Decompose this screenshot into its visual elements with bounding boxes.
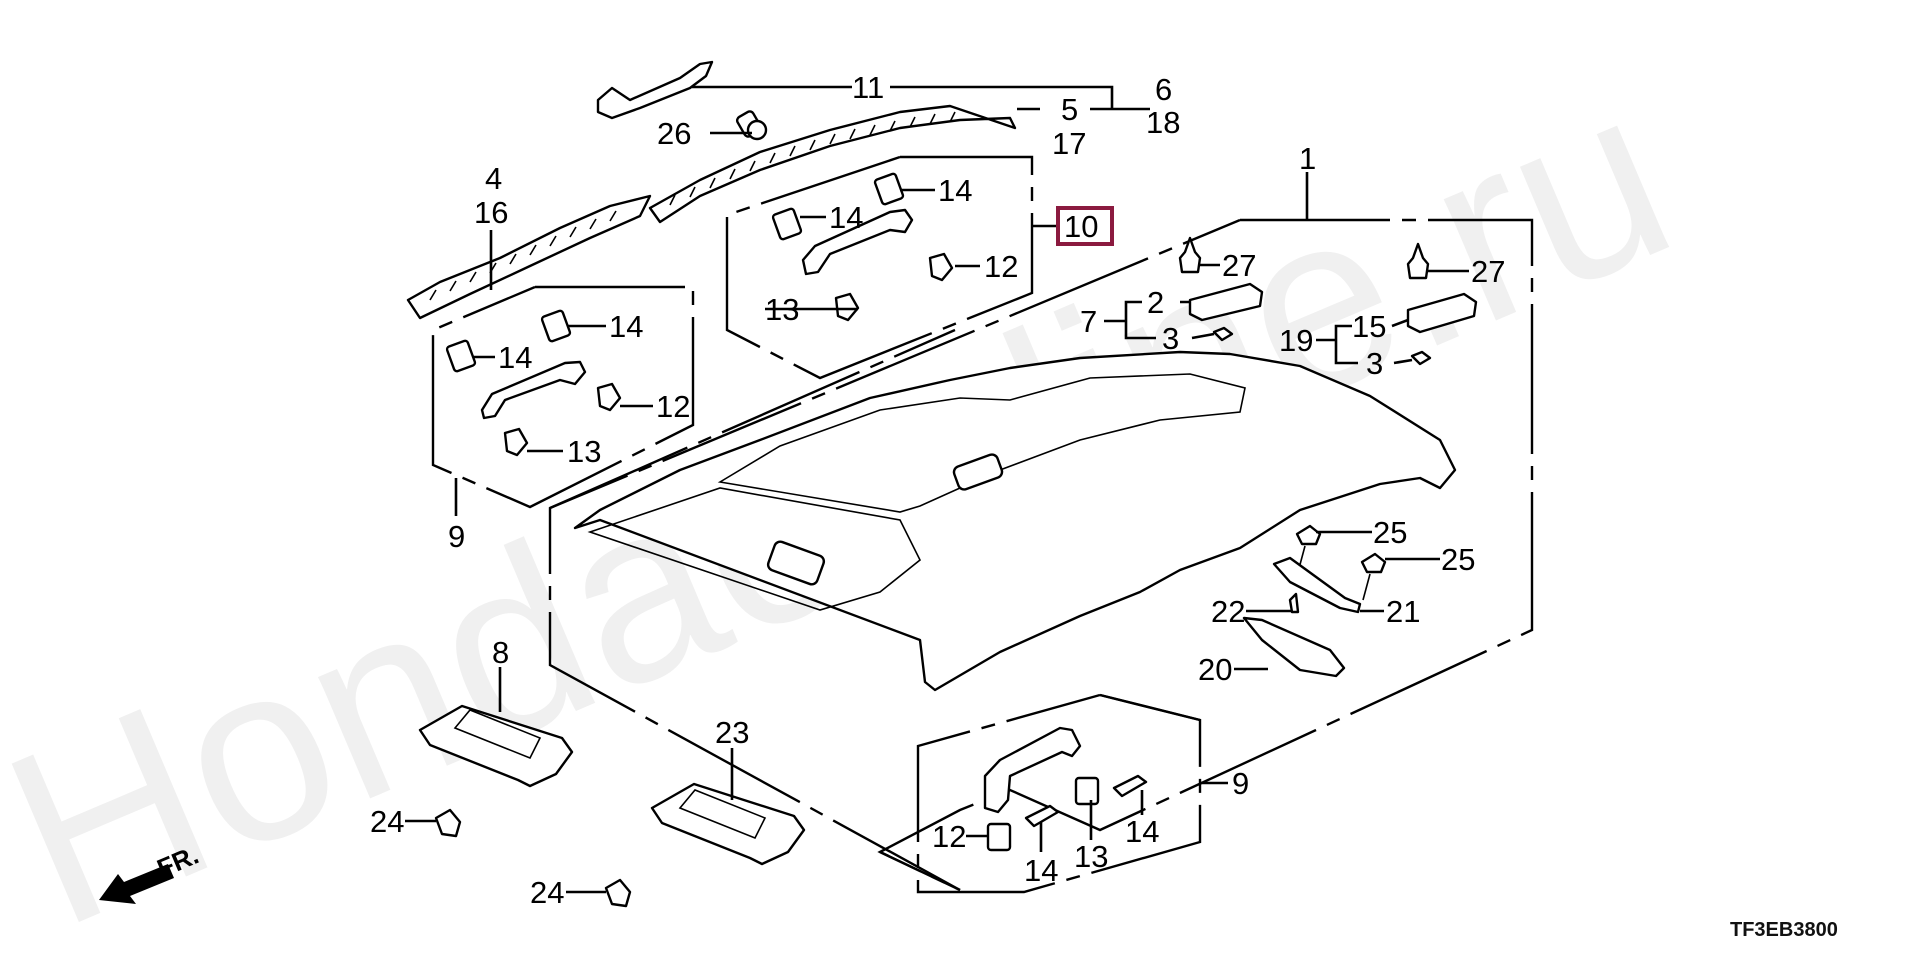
label-part-13-b[interactable]: 13: [567, 434, 601, 469]
front-arrow-icon: [99, 864, 174, 904]
label-part-14-c[interactable]: 14: [609, 309, 643, 344]
label-part-2[interactable]: 2: [1147, 285, 1164, 320]
label-part-12-a[interactable]: 12: [984, 249, 1018, 284]
label-part-20[interactable]: 20: [1198, 652, 1232, 687]
label-part-1[interactable]: 1: [1299, 141, 1316, 176]
label-part-16[interactable]: 16: [474, 195, 508, 230]
label-part-24-b[interactable]: 24: [530, 875, 564, 910]
part-11-bracket: [596, 60, 714, 120]
rail-texture: [429, 111, 956, 301]
part-8-sunvisor-mirror: [453, 709, 542, 760]
label-part-4[interactable]: 4: [485, 161, 502, 196]
part-10-highlight-box[interactable]: [1056, 206, 1114, 246]
group-frame-9-left: [431, 285, 695, 509]
clips-14: [445, 172, 1148, 828]
part-23-sunvisor-mirror: [678, 789, 767, 840]
label-part-12-c[interactable]: 12: [932, 819, 966, 854]
part-5-17-airbag-rail: [648, 104, 1017, 224]
part-labels: 11 6 18 5 17 26 4 16 10 14 14 12 13 1 27…: [370, 70, 1505, 910]
label-part-11[interactable]: 11: [852, 70, 884, 105]
label-part-10[interactable]: 10: [1064, 209, 1098, 244]
label-part-17[interactable]: 17: [1052, 126, 1086, 161]
label-part-13-a[interactable]: 13: [765, 292, 799, 327]
part-2-15-lamps: [1188, 282, 1478, 366]
label-part-25-b[interactable]: 25: [1441, 542, 1475, 577]
headliner-front-panel: [587, 487, 922, 611]
label-part-3-b[interactable]: 3: [1366, 346, 1383, 381]
diagram-code: TF3EB3800: [1730, 919, 1838, 941]
label-part-22[interactable]: 22: [1211, 594, 1245, 629]
caps-12-13: [503, 252, 1100, 852]
label-part-27-a[interactable]: 27: [1222, 248, 1256, 283]
part-8-sunvisor: [418, 704, 574, 788]
label-part-14-a[interactable]: 14: [938, 173, 972, 208]
headliner-dome-lamp-opening: [766, 540, 826, 586]
label-part-23[interactable]: 23: [715, 715, 749, 750]
part-24-clips: [434, 808, 632, 908]
part-23-sunvisor: [650, 782, 806, 866]
group-frame-10: [725, 155, 1034, 380]
label-part-27-b[interactable]: 27: [1471, 254, 1505, 289]
part-26-bolt: [735, 110, 768, 141]
label-part-12-b[interactable]: 12: [656, 389, 690, 424]
front-direction-indicator: FR.: [99, 840, 203, 904]
part-9-grab-handle-left: [480, 360, 587, 420]
label-part-25-a[interactable]: 25: [1373, 515, 1407, 550]
label-part-14-b[interactable]: 14: [829, 200, 863, 235]
label-part-14-f[interactable]: 14: [1125, 814, 1159, 849]
label-part-9-b[interactable]: 9: [1232, 766, 1249, 801]
label-part-18[interactable]: 18: [1146, 105, 1180, 140]
leader-lines: [405, 85, 1469, 894]
label-part-14-e[interactable]: 14: [1024, 853, 1058, 888]
label-part-5[interactable]: 5: [1061, 92, 1078, 127]
group-frame-headliner: [548, 218, 1534, 892]
group-frame-link: [879, 693, 1201, 892]
headliner-sunroof-panel: [717, 373, 1246, 513]
label-part-7[interactable]: 7: [1080, 304, 1097, 339]
label-part-3-a[interactable]: 3: [1162, 321, 1179, 356]
part-27-clips: [1178, 236, 1430, 280]
label-part-6[interactable]: 6: [1155, 72, 1172, 107]
label-part-9-a[interactable]: 9: [448, 519, 465, 554]
label-part-13-c[interactable]: 13: [1074, 839, 1108, 874]
headliner-map-lamp-opening: [952, 453, 1004, 491]
label-part-24-a[interactable]: 24: [370, 804, 404, 839]
group-frame-9-bottom: [916, 693, 1202, 894]
label-part-14-d[interactable]: 14: [498, 340, 532, 375]
label-part-15[interactable]: 15: [1352, 309, 1386, 344]
label-part-19[interactable]: 19: [1279, 323, 1313, 358]
parts-20-25: [1242, 524, 1387, 678]
label-part-26[interactable]: 26: [657, 116, 691, 151]
part-10-grab-handle: [801, 208, 914, 276]
part-1-headliner: [573, 350, 1457, 692]
group-frame-headliner-edge: [549, 328, 956, 510]
part-9-grab-handle-bottom: [983, 726, 1082, 814]
label-part-21[interactable]: 21: [1386, 594, 1420, 629]
label-part-8[interactable]: 8: [492, 635, 509, 670]
